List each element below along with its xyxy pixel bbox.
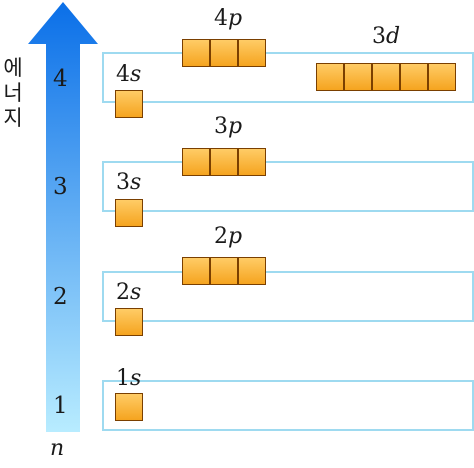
orbital-cells-3p	[182, 148, 266, 176]
orbital-label-2p: 2p	[214, 224, 243, 249]
level-box-1	[102, 380, 474, 431]
orbital-cell	[115, 199, 143, 227]
orbital-label-3d: 3d	[372, 24, 401, 49]
orbital-cell	[182, 257, 210, 285]
orbital-cells-1s	[115, 393, 143, 421]
orbital-cell	[372, 63, 400, 91]
level-box-4	[102, 52, 474, 103]
orbital-cell	[400, 63, 428, 91]
orbital-cells-2s	[115, 308, 143, 336]
orbital-cell	[316, 63, 344, 91]
level-number-2: 2	[53, 284, 68, 310]
orbital-label-3p: 3p	[214, 114, 243, 139]
orbital-cells-3d	[316, 63, 456, 91]
orbital-cell	[238, 148, 266, 176]
orbital-cell	[238, 39, 266, 67]
level-box-3	[102, 161, 474, 212]
level-number-1: 1	[53, 393, 68, 419]
orbital-cell	[210, 39, 238, 67]
orbital-label-3s: 3s	[116, 170, 142, 195]
level-number-3: 3	[53, 174, 68, 200]
orbital-label-4p: 4p	[214, 6, 243, 31]
orbital-label-4s: 4s	[116, 62, 142, 87]
orbital-cell	[210, 257, 238, 285]
orbital-cell	[115, 308, 143, 336]
level-number-4: 4	[53, 66, 68, 92]
orbital-cells-2p	[182, 257, 266, 285]
energy-arrow	[28, 2, 98, 432]
orbital-cell	[344, 63, 372, 91]
level-box-2	[102, 271, 474, 322]
orbital-cells-3s	[115, 199, 143, 227]
energy-char-2: 너	[3, 81, 23, 105]
orbital-label-1s: 1s	[116, 366, 142, 391]
orbital-label-2s: 2s	[116, 280, 142, 305]
orbital-cell	[115, 393, 143, 421]
orbital-cell	[115, 90, 143, 118]
energy-axis-label: 에 너 지	[0, 58, 26, 129]
orbital-cells-4s	[115, 90, 143, 118]
orbital-cell	[428, 63, 456, 91]
orbital-cell	[210, 148, 238, 176]
n-symbol: n	[50, 436, 65, 461]
orbital-cell	[238, 257, 266, 285]
orbital-cell	[182, 148, 210, 176]
orbital-cell	[182, 39, 210, 67]
energy-char-3: 지	[3, 106, 23, 130]
orbital-cells-4p	[182, 39, 266, 67]
energy-char-1: 에	[3, 56, 23, 80]
